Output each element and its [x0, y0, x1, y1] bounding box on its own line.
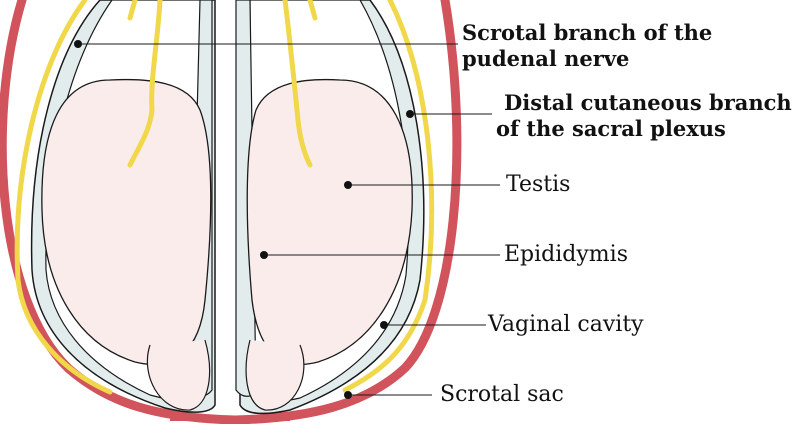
leader-distal-branch [406, 110, 492, 118]
right-top-nerve [307, 0, 318, 21]
scrotal-sac-outline [0, 0, 462, 424]
label-scrotal-branch-line2: pudenal nerve [462, 46, 630, 71]
right-testis-lower-lobe [245, 339, 305, 411]
leader-vaginal-cavity [380, 321, 486, 329]
left-scrotal-nerve [14, 0, 113, 395]
label-scrotal-sac: Scrotal sac [440, 382, 564, 407]
leader-scrotal-sac [344, 391, 432, 399]
leader-epididymis [260, 251, 500, 259]
right-scrotal-nerve [342, 0, 435, 393]
label-epididymis: Epididymis [504, 242, 628, 267]
leader-scrotal-branch [74, 40, 458, 48]
label-distal-branch-line2: of the sacral plexus [496, 116, 726, 141]
label-scrotal-branch-line1: Scrotal branch of the [462, 20, 713, 45]
label-vaginal-cavity: Vaginal cavity [488, 312, 644, 337]
leader-testis [344, 181, 500, 189]
label-distal-branch-line1: Distal cutaneous branch [504, 90, 792, 115]
right-inner-nerve [282, 0, 313, 168]
left-testis-lower-lobe [146, 339, 211, 411]
label-testis: Testis [506, 172, 571, 197]
left-inner-nerve [127, 0, 163, 168]
left-top-nerve [127, 0, 138, 21]
